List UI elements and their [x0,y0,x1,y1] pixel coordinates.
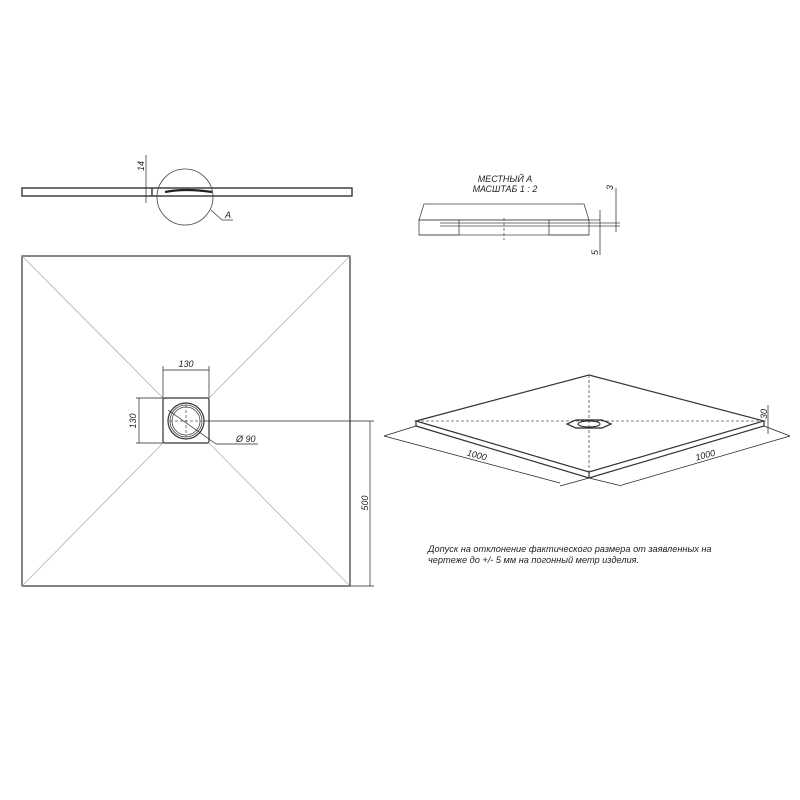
drain-box [162,397,210,444]
detail-dim-top: 3 [605,185,615,190]
drain-height-dim: 130 [128,413,138,428]
detail-callout-label: A [224,210,231,220]
plan-view [21,255,374,587]
center-offset-dim: 500 [360,495,370,510]
tolerance-note: Допуск на отклонение фактического размер… [428,544,712,565]
detail-dim-bottom: 5 [590,249,600,255]
iso-length-left-dim: 1000 [466,448,488,463]
section-thickness-dim: 14 [136,161,146,171]
iso-height-dim: 30 [759,409,769,419]
drain-width-dim: 130 [178,359,193,369]
drain-diameter-dim: Ø 90 [235,434,256,444]
iso-length-right-dim: 1000 [694,448,716,463]
detail-scale: МАСШТАБ 1 : 2 [473,184,538,194]
section-view [21,155,353,226]
iso-view [383,374,791,487]
detail-title: МЕСТНЫЙ А [478,173,533,184]
detail-view [418,188,620,255]
